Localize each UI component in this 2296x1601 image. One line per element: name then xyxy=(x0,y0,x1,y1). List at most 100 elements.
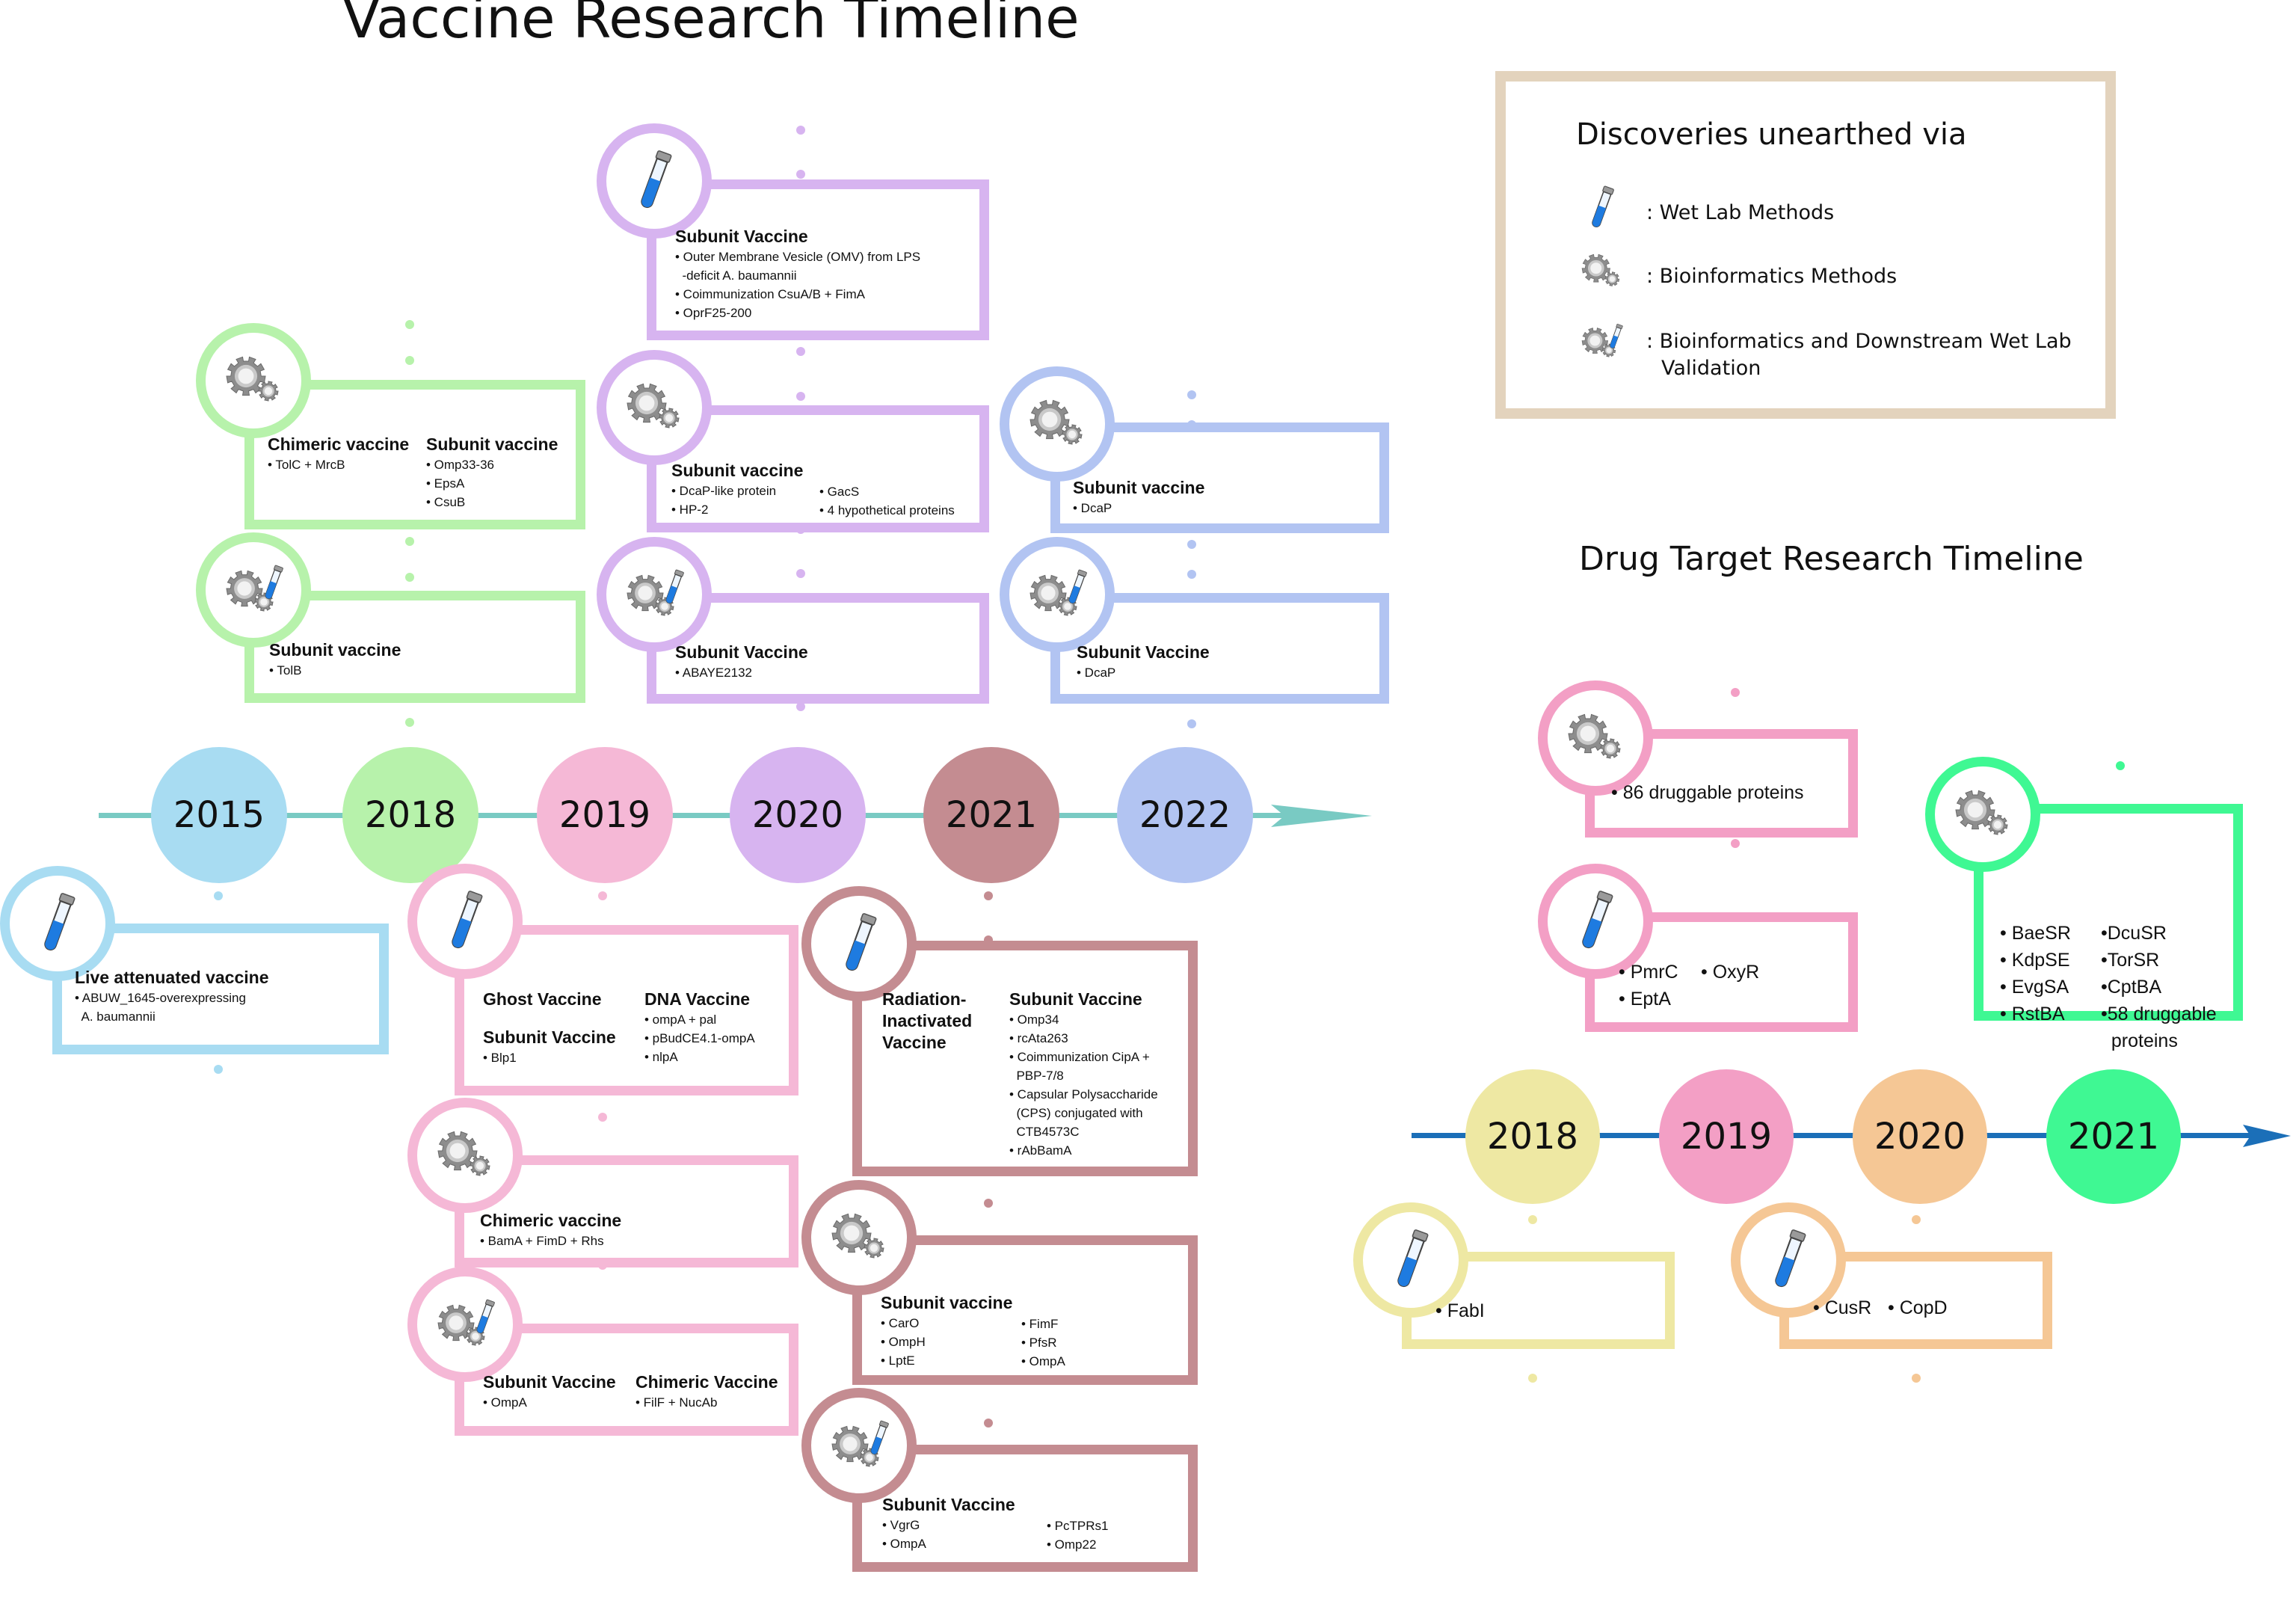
connector-dot xyxy=(1731,688,1740,697)
connector-dot xyxy=(796,391,805,401)
card-list-item: • Omp22 xyxy=(1047,1537,1097,1552)
year-node-2018: 2018 xyxy=(342,747,478,883)
year-node-2019: 2019 xyxy=(537,747,673,883)
card-list-item: PBP-7/8 xyxy=(1009,1069,1064,1083)
icon-ring-2021-c xyxy=(801,1388,917,1503)
card-text-c2018a-col2: Subunit vaccine• Omp33-36• EpsA• CsuB xyxy=(426,434,558,511)
connector-dot xyxy=(405,717,414,727)
year-node-2022: 2022 xyxy=(1117,747,1253,883)
card-text-c2019c-col1: Subunit Vaccine• OmpA xyxy=(483,1371,616,1412)
year-node-2021: 2021 xyxy=(923,747,1059,883)
gears-icon xyxy=(617,370,692,445)
card-text-d2021-col2: •DcuSR•TorSR•CptBA•58 druggable proteins xyxy=(2101,920,2217,1054)
card-list-item: • CusR xyxy=(1813,1297,1872,1318)
card-heading: Subunit Vaccine xyxy=(675,642,808,662)
card-list-item: • Coimmunization CipA + xyxy=(1009,1050,1150,1064)
icon-ring-2019-b xyxy=(407,1098,523,1213)
test-tube-icon xyxy=(1751,1223,1826,1297)
card-heading: Subunit Vaccine xyxy=(1077,642,1210,662)
card-list-item: • FimF xyxy=(1021,1317,1059,1331)
card-list-item: • PfsR xyxy=(1021,1336,1057,1350)
legend-label-bioinformatics: : Bioinformatics Methods xyxy=(1646,265,1898,288)
card-text-c2021c-col2: • PcTPRs1• Omp22 xyxy=(1047,1517,1108,1554)
card-list-item: • pBudCE4.1-ompA xyxy=(644,1031,755,1045)
card-list-item: • Capsular Polysaccharide xyxy=(1009,1087,1158,1101)
connector-dot xyxy=(1187,540,1196,549)
icon-ring-2019-a xyxy=(407,864,523,979)
connector-dot xyxy=(1528,1215,1537,1224)
connector-dot xyxy=(796,701,805,711)
legend-label-combined: : Bioinformatics and Downstream Wet Lab xyxy=(1646,330,2072,353)
icon-ring-2019-c xyxy=(407,1267,523,1382)
card-heading: Ghost Vaccine xyxy=(483,989,602,1009)
gears-icon xyxy=(822,1200,896,1275)
gears-icon xyxy=(1020,387,1095,461)
card-list-item: • OmpH xyxy=(881,1335,926,1349)
card-list-item: • nlpA xyxy=(644,1050,678,1064)
card-list-item: • Omp33-36 xyxy=(426,458,494,472)
connector-dot xyxy=(1528,1374,1537,1383)
card-2020-subunit-abaye xyxy=(647,593,989,704)
icon-ring-2020-c xyxy=(597,537,712,652)
card-2021-radiation-subunit xyxy=(852,941,1198,1176)
gears-icon xyxy=(216,343,291,418)
card-list-item: CTB4573C xyxy=(1009,1125,1080,1139)
card-text-c2021c-col1: Subunit Vaccine• VgrG• OmpA xyxy=(882,1494,1015,1553)
card-list-item: • EvgSA xyxy=(2000,977,2069,998)
card-list-item: • DcaP-like protein xyxy=(671,484,777,498)
icon-ring-drug-2018 xyxy=(1353,1202,1468,1318)
card-list-item: • OxyR xyxy=(1701,962,1760,983)
vaccine-timeline-title: Vaccine Research Timeline xyxy=(342,0,1080,51)
legend-label-wet-lab: : Wet Lab Methods xyxy=(1646,201,1835,224)
drug-year-node-2020: 2020 xyxy=(1853,1069,1987,1204)
card-heading: Subunit Vaccine xyxy=(675,227,808,246)
card-text-d2018-col1: • FabI xyxy=(1435,1297,1485,1324)
gears-tube-icon xyxy=(428,1287,502,1362)
card-heading: Subunit vaccine xyxy=(1073,478,1205,497)
connector-dot xyxy=(1187,570,1196,579)
card-list-item: -deficit A. baumannii xyxy=(675,268,797,283)
card-list-item: • CsuB xyxy=(426,495,466,509)
drug-year-node-2021: 2021 xyxy=(2046,1069,2181,1204)
card-list-item: • VgrG xyxy=(882,1518,920,1532)
card-list-item: • DcaP xyxy=(1077,666,1116,680)
icon-ring-2022-b xyxy=(1000,537,1115,652)
icon-ring-drug-2019-a xyxy=(1538,680,1653,796)
card-list-item: • OmpA xyxy=(1021,1354,1065,1368)
card-list-item: •DcuSR xyxy=(2101,923,2167,944)
connector-dot xyxy=(405,537,414,546)
gears-tube-icon xyxy=(822,1408,896,1483)
card-text-d2021-col1: • BaeSR• KdpSE• EvgSA• RstBA xyxy=(2000,920,2071,1027)
card-list-item: • FabI xyxy=(1435,1300,1485,1321)
card-drug-2021-two-component xyxy=(1974,804,2243,1021)
card-list-item: • Omp34 xyxy=(1009,1012,1059,1027)
card-text-d2019b-col1: • PmrC• EptA xyxy=(1619,959,1678,1012)
legend-box: Discoveries unearthed via : Wet Lab Meth… xyxy=(1495,71,2116,419)
card-list-item: (CPS) conjugated with xyxy=(1009,1106,1143,1120)
drug-axis-arrowhead xyxy=(2243,1125,2291,1147)
card-list-item: • DcaP xyxy=(1073,501,1112,515)
connector-dot xyxy=(984,1419,993,1428)
card-text-c2022b-col1: Subunit Vaccine • DcaP xyxy=(1077,642,1210,682)
drug-axis-line xyxy=(1412,1133,2256,1138)
drug-year-node-2018: 2018 xyxy=(1465,1069,1600,1204)
connector-dot xyxy=(1187,390,1196,399)
card-list-item: • rAbBamA xyxy=(1009,1143,1072,1158)
card-list-item: • Outer Membrane Vesicle (OMV) from LPS xyxy=(675,250,921,264)
card-list-item: • FilF + NucAb xyxy=(635,1395,718,1410)
card-text-c2015-col1: Live attenuated vaccine• ABUW_1645-overe… xyxy=(75,967,269,1026)
card-text-c2019b-col1: Chimeric vaccine• BamA + FimD + Rhs xyxy=(480,1210,621,1250)
card-heading: Subunit vaccine xyxy=(269,640,401,660)
card-heading: Subunit Vaccine xyxy=(882,1495,1015,1514)
year-node-2015: 2015 xyxy=(151,747,287,883)
card-text-c2020a-col1: Subunit Vaccine • Outer Membrane Vesicle … xyxy=(675,226,920,322)
card-text-c2019c-col2: Chimeric Vaccine• FilF + NucAb xyxy=(635,1371,778,1412)
card-list-item: • ompA + pal xyxy=(644,1012,717,1027)
card-list-item: • 86 druggable proteins xyxy=(1611,782,1804,803)
card-text-c2022a-col1: Subunit vaccine • DcaP xyxy=(1073,477,1204,517)
icon-ring-2020-b xyxy=(597,350,712,465)
icon-ring-2021-b xyxy=(801,1180,917,1295)
card-text-d2019a-col1: • 86 druggable proteins xyxy=(1611,779,1804,806)
icon-ring-2018-a xyxy=(196,323,311,438)
